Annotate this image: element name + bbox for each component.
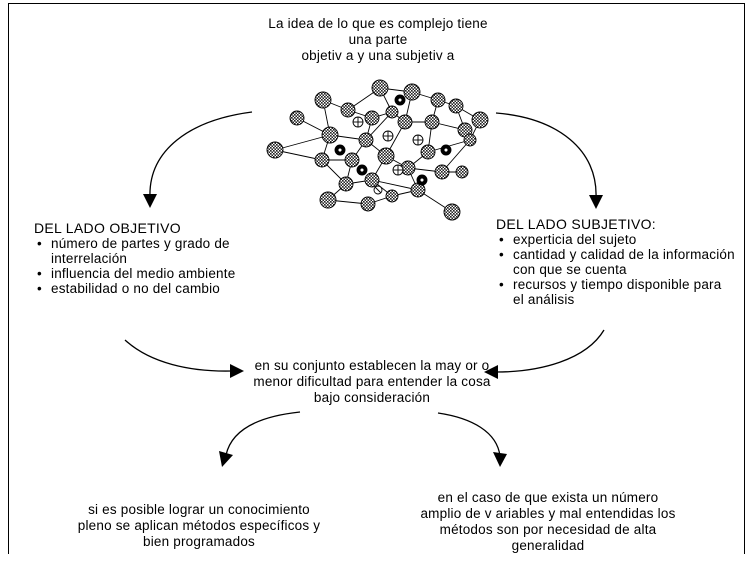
objective-item: influencia del medio ambiente — [34, 266, 296, 281]
subjective-side-box: DEL LADO SUBJETIVO: experticia del sujet… — [496, 216, 756, 308]
subjective-item: cantidad y calidad de la información con… — [496, 247, 748, 277]
objective-list: número de partes y grado de interrelació… — [34, 236, 296, 296]
general-line-1: en el caso de que exista un número — [437, 490, 659, 505]
arrow-top-right — [495, 112, 597, 199]
general-line-2: amplio de v ariables y mal entendidas lo… — [420, 506, 676, 521]
conclusion-line-1: en su conjunto establecen la may or o — [254, 358, 490, 373]
arrow-bottom-right — [437, 412, 501, 457]
objective-heading: DEL LADO OBJETIVO — [34, 220, 181, 236]
arrowhead-top-right — [589, 195, 603, 209]
network-marked-nodes — [334, 94, 452, 195]
arrow-bottom-left — [225, 411, 301, 456]
title-line-1: La idea de lo que es complejo tiene — [268, 16, 488, 31]
conclusion-line-3: bajo consideración — [313, 390, 431, 405]
conclusion-text: en su conjunto establecen la may or o me… — [222, 358, 522, 406]
objective-side-box: DEL LADO OBJETIVO número de partes y gra… — [34, 220, 296, 297]
objective-item: estabilidad o no del cambio — [34, 281, 296, 296]
arrowhead-mid-right — [484, 365, 498, 379]
specific-line-2: pleno se aplican métodos específicos y — [77, 518, 321, 533]
diagram-frame — [8, 3, 745, 554]
subjective-item: recursos y tiempo disponible para el aná… — [496, 277, 728, 307]
general-line-4: generalidad — [511, 538, 585, 553]
subjective-heading: DEL LADO SUBJETIVO: — [496, 216, 657, 232]
arrowhead-mid-left — [230, 364, 244, 378]
title-line-2: una parte — [348, 32, 408, 47]
general-line-3: métodos son por necesidad de alta — [439, 522, 657, 537]
network-illustration — [266, 79, 489, 221]
specific-line-1: si es posible lograr un conocimiento — [88, 502, 310, 517]
network-nodes — [266, 79, 489, 221]
subjective-list: experticia del sujeto cantidad y calidad… — [496, 232, 756, 307]
general-methods-text: en el caso de que exista un número ampli… — [398, 490, 698, 554]
arrowhead-bottom-right — [493, 452, 507, 467]
arrow-mid-left — [124, 339, 233, 372]
conclusion-line-2: menor dificultad para entender la cosa — [253, 374, 491, 389]
diagram-title: La idea de lo que es complejo tiene una … — [228, 16, 528, 64]
title-line-3: objetiv a y una subjetiv a — [301, 48, 455, 63]
arrowhead-bottom-left — [219, 451, 233, 467]
arrow-top-left — [149, 111, 253, 199]
arrow-mid-right — [495, 329, 605, 373]
specific-line-3: bien programados — [142, 534, 256, 549]
objective-item: número de partes y grado de interrelació… — [34, 236, 271, 266]
subjective-item: experticia del sujeto — [496, 232, 756, 247]
specific-methods-text: si es posible lograr un conocimiento ple… — [54, 502, 344, 550]
arrowhead-top-left — [143, 194, 157, 208]
